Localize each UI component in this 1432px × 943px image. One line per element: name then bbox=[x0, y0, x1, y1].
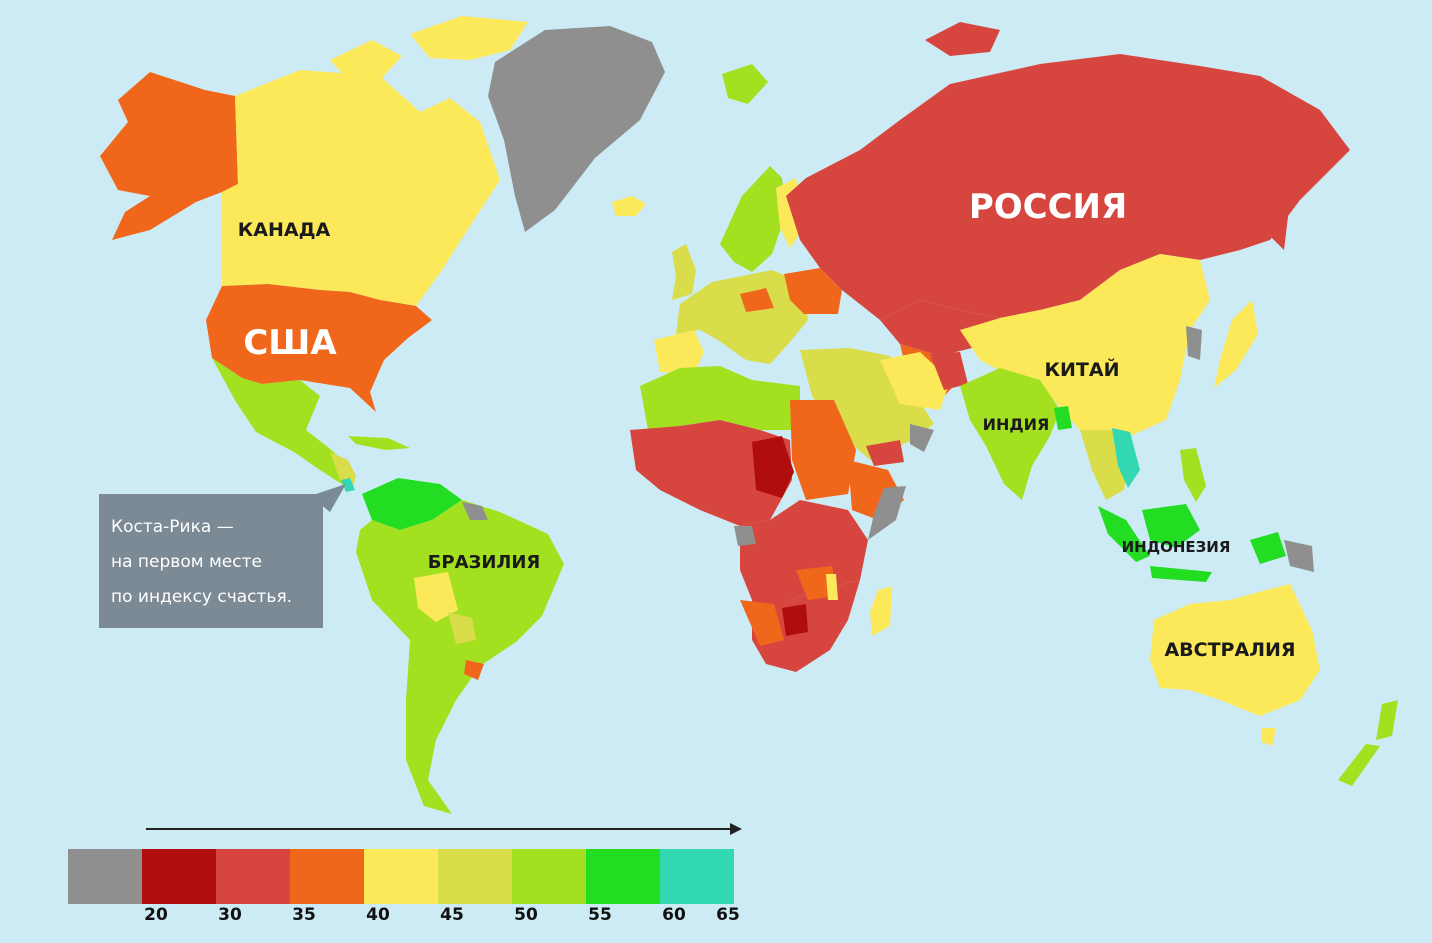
region-south-america-north bbox=[362, 478, 462, 530]
label-canada: КАНАДА bbox=[238, 219, 331, 241]
region-greenland bbox=[488, 26, 665, 232]
region-kamchatka bbox=[1266, 170, 1290, 250]
legend-tick-30: 30 bbox=[218, 905, 242, 925]
region-new-zealand bbox=[1376, 700, 1398, 740]
callout-line-2: на первом месте bbox=[111, 552, 262, 572]
region-gabon bbox=[734, 526, 756, 546]
region-uruguay bbox=[464, 660, 484, 680]
legend-tick-55: 55 bbox=[588, 905, 612, 925]
region-borneo-java bbox=[1142, 504, 1200, 548]
legend-tick-40: 40 bbox=[366, 905, 390, 925]
region-egypt-sudan bbox=[790, 400, 856, 500]
region-ukraine bbox=[784, 268, 842, 314]
region-japan bbox=[1214, 300, 1258, 388]
region-java bbox=[1150, 566, 1212, 582]
region-png bbox=[1284, 540, 1314, 572]
region-europe bbox=[676, 270, 808, 364]
region-south-america bbox=[356, 500, 564, 814]
label-china: КИТАЙ bbox=[1045, 358, 1120, 381]
region-china bbox=[960, 254, 1210, 436]
legend-swatch-2 bbox=[216, 849, 290, 904]
legend-tick-60: 60 bbox=[662, 905, 686, 925]
label-australia: АВСТРАЛИЯ bbox=[1164, 639, 1295, 661]
region-north-africa bbox=[640, 366, 800, 430]
callout-line-1: Коста-Рика — bbox=[111, 517, 234, 537]
label-usa: США bbox=[243, 323, 337, 363]
region-madagascar bbox=[870, 586, 892, 636]
callout-pointer bbox=[310, 484, 346, 512]
region-canada-islands-west bbox=[330, 40, 402, 80]
region-costa-rica bbox=[341, 478, 355, 492]
legend-tick-20: 20 bbox=[144, 905, 168, 925]
region-oman bbox=[910, 424, 934, 452]
region-scandinavia bbox=[720, 166, 786, 272]
legend-tick-65: 65 bbox=[716, 905, 740, 925]
region-west-africa bbox=[630, 420, 792, 526]
label-brazil: БРАЗИЛИЯ bbox=[428, 552, 541, 573]
region-russia bbox=[786, 54, 1350, 320]
region-guiana bbox=[462, 502, 488, 520]
region-bangladesh bbox=[1054, 406, 1072, 430]
region-iran bbox=[880, 352, 950, 410]
region-canada bbox=[222, 70, 500, 306]
region-botswana bbox=[782, 604, 808, 636]
region-poland bbox=[740, 288, 774, 312]
region-iberia bbox=[654, 330, 704, 374]
region-philippines bbox=[1180, 448, 1206, 502]
region-angola-namibia bbox=[740, 600, 784, 646]
region-yemen bbox=[866, 440, 904, 466]
legend-swatch-4 bbox=[364, 849, 438, 904]
legend-swatch-8 bbox=[660, 849, 734, 904]
region-afghanistan bbox=[930, 352, 968, 390]
region-mexico bbox=[212, 358, 352, 488]
region-australia bbox=[1150, 584, 1320, 716]
region-iceland bbox=[612, 196, 646, 216]
region-bolivia bbox=[414, 572, 458, 622]
region-tasmania bbox=[1262, 728, 1276, 746]
region-vietnam bbox=[1112, 428, 1140, 488]
region-arctic-islands bbox=[925, 22, 1000, 56]
region-papua bbox=[1250, 532, 1286, 564]
costa-rica-callout: Коста-Рика — на первом месте по индексу … bbox=[99, 494, 323, 628]
region-somalia bbox=[868, 486, 906, 540]
region-new-zealand-south bbox=[1338, 744, 1380, 786]
legend-tick-35: 35 bbox=[292, 905, 316, 925]
label-indonesia: ИНДОНЕЗИЯ bbox=[1122, 538, 1231, 556]
region-india bbox=[960, 368, 1060, 500]
legend-swatch-1 bbox=[142, 849, 216, 904]
label-russia: РОССИЯ bbox=[969, 187, 1127, 227]
legend-swatch-7 bbox=[586, 849, 660, 904]
region-uk bbox=[672, 244, 696, 300]
legend-swatch-0 bbox=[68, 849, 142, 904]
label-india: ИНДИЯ bbox=[983, 415, 1050, 434]
callout-line-3: по индексу счастья. bbox=[111, 587, 293, 607]
legend-swatch-3 bbox=[290, 849, 364, 904]
region-svalbard bbox=[722, 64, 768, 104]
legend-tick-50: 50 bbox=[514, 905, 538, 925]
region-usa bbox=[206, 284, 432, 412]
region-alaska bbox=[100, 72, 238, 240]
region-cuba bbox=[348, 436, 410, 450]
color-legend bbox=[68, 849, 734, 904]
region-malawi bbox=[826, 574, 838, 600]
legend-tick-45: 45 bbox=[440, 905, 464, 925]
region-canada-islands-east bbox=[410, 16, 528, 60]
legend-swatch-5 bbox=[438, 849, 512, 904]
region-sumatra bbox=[1098, 506, 1150, 562]
legend-swatch-6 bbox=[512, 849, 586, 904]
region-korea bbox=[1186, 326, 1202, 360]
region-chad bbox=[752, 436, 794, 498]
legend-arrow bbox=[146, 823, 742, 835]
region-paraguay bbox=[448, 612, 476, 644]
